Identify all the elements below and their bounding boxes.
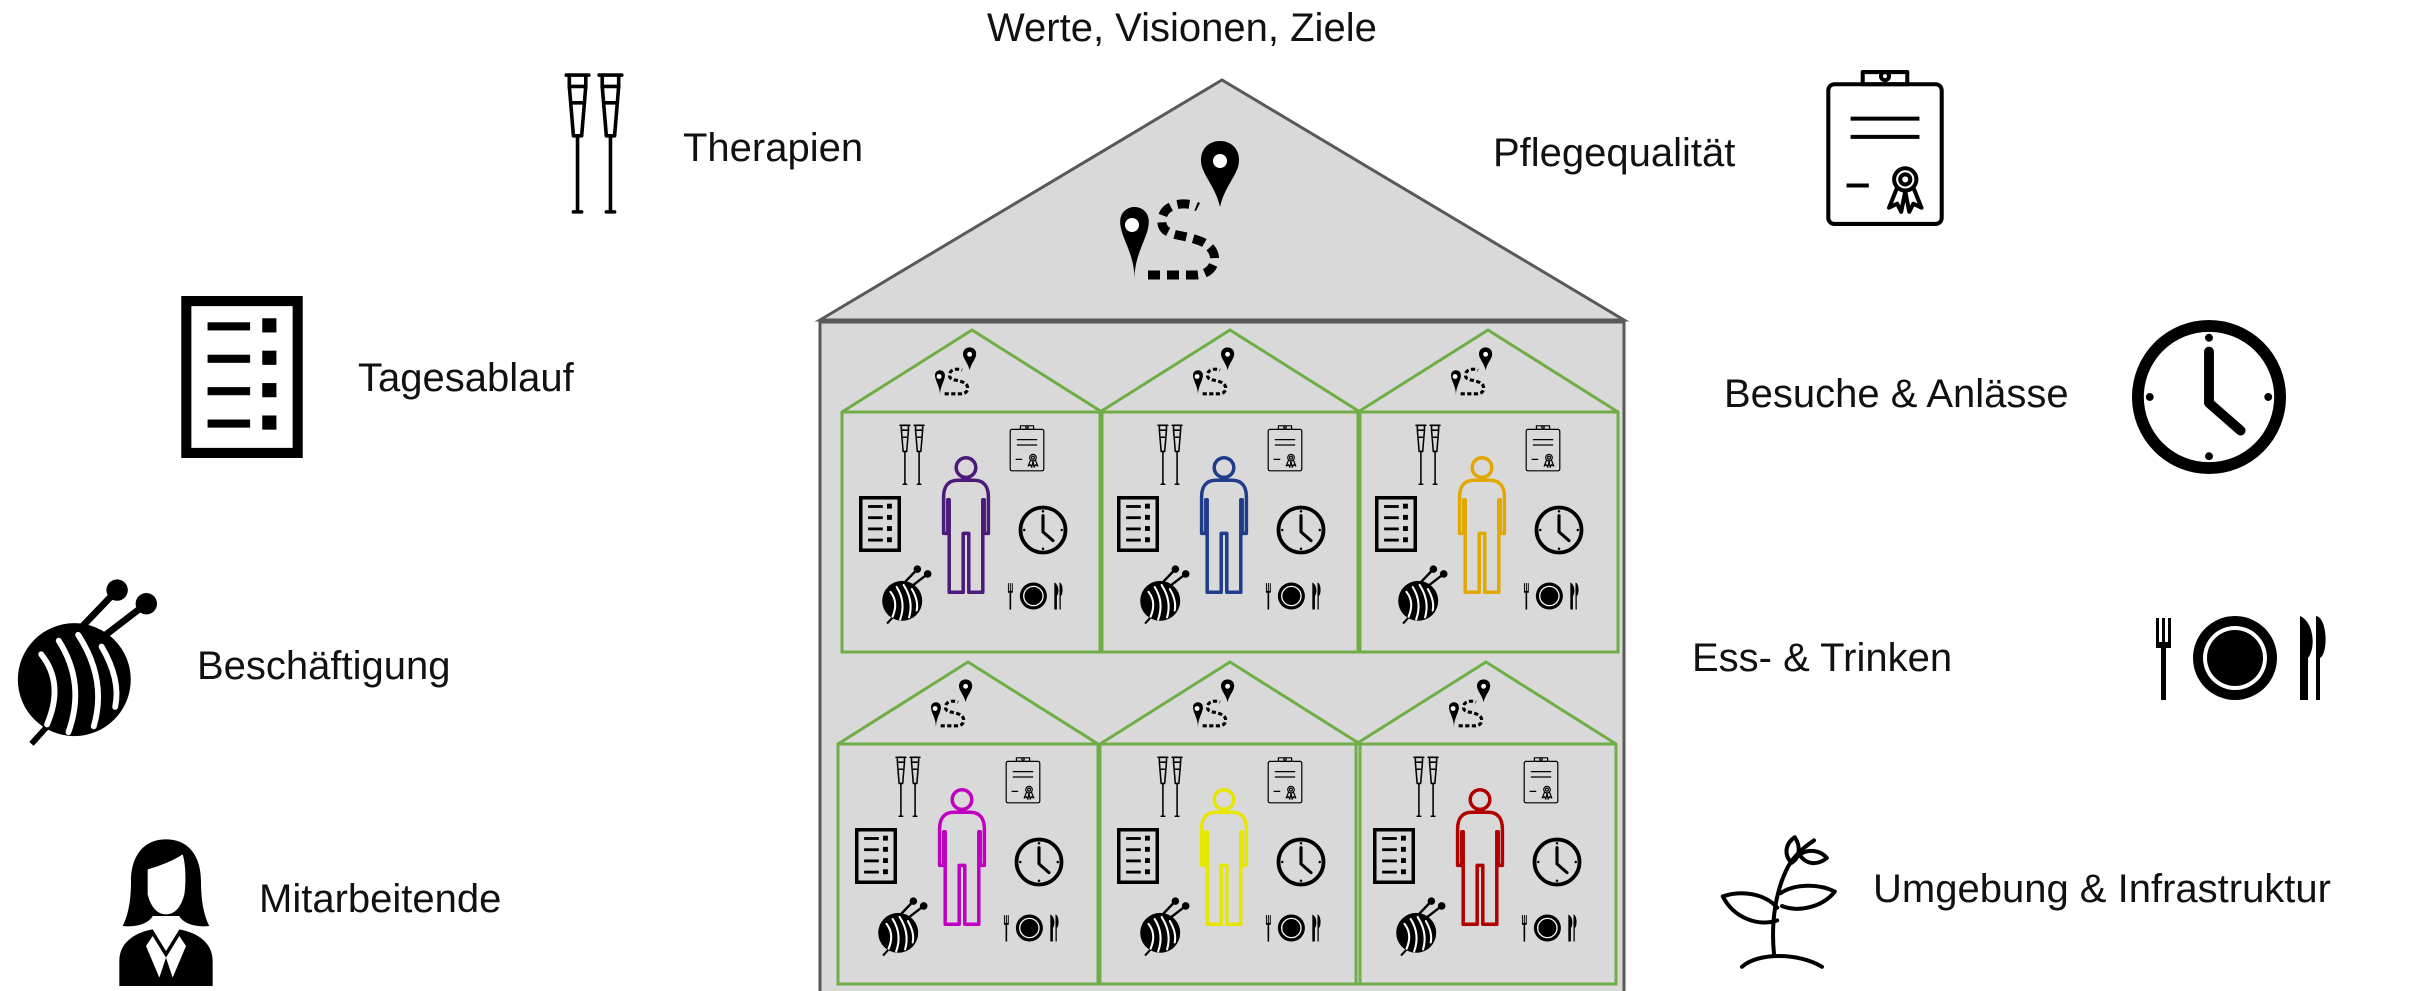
clipboard-certificate-icon [1828, 72, 1941, 224]
environment-label: Umgebung & Infrastruktur [1873, 867, 2331, 911]
plate-cutlery-icon [2156, 616, 2326, 700]
plant-icon [1723, 837, 1835, 967]
visits-label: Besuche & Anlässe [1724, 372, 2069, 416]
roof-label: Werte, Visionen, Ziele [987, 6, 1377, 50]
clock-icon [2138, 326, 2280, 468]
therapies-label: Therapien [683, 126, 864, 170]
staff-person-icon [119, 839, 213, 986]
staff-label: Mitarbeitende [259, 877, 502, 921]
care-quality-label: Pflegequalität [1493, 131, 1736, 175]
checklist-icon [186, 301, 297, 453]
yarn-ball-icon [18, 579, 157, 743]
house-roof [814, 78, 1630, 322]
activities-label: Beschäftigung [197, 644, 451, 688]
food-label: Ess- & Trinken [1692, 636, 1953, 680]
daily-routine-label: Tagesablauf [358, 356, 574, 400]
crutches-icon [566, 75, 622, 212]
